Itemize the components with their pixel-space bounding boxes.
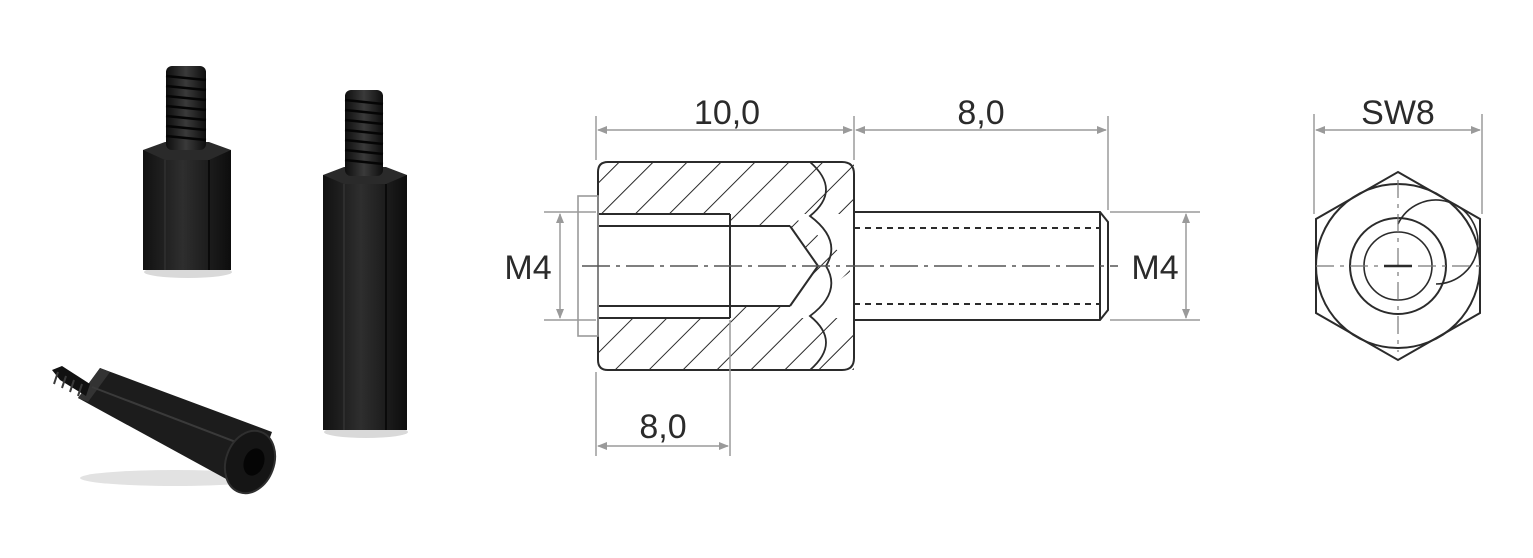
long-standoff-photo [323,90,408,438]
left-thread-label: M4 [504,249,551,287]
right-thread-label: M4 [1131,249,1178,287]
wrench-size-label: SW8 [1361,94,1435,132]
hex-end-view [1315,170,1481,362]
hex-dimensions [1313,114,1483,214]
section-dimensions [544,116,1200,456]
thread-length-label: 8,0 [957,94,1004,132]
short-standoff-photo [143,66,232,278]
section-drawing [577,161,1118,371]
lying-standoff-photo [52,366,277,495]
body-length-label: 10,0 [694,94,760,132]
inner-depth-label: 8,0 [639,408,686,446]
